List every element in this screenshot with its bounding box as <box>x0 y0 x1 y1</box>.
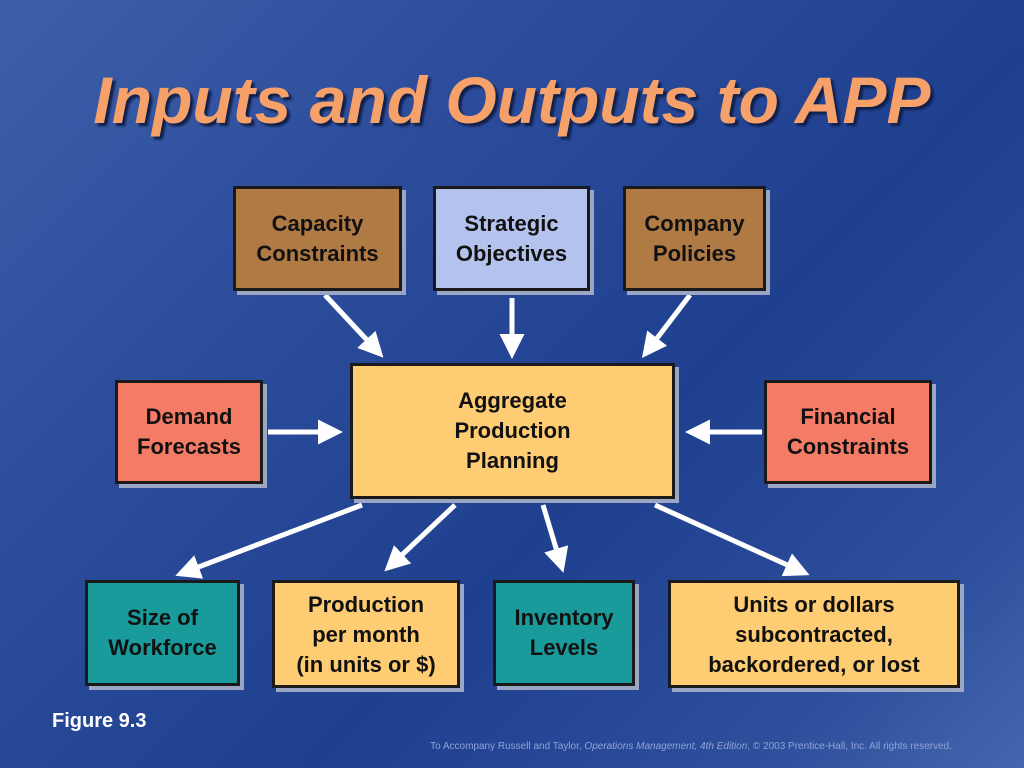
demand-forecasts-label: Demand Forecasts <box>137 404 241 459</box>
arrow-company-to-app <box>641 293 692 358</box>
financial-constraints-box: Financial Constraints <box>764 380 932 484</box>
aggregate-production-planning-label: Aggregate Production Planning <box>454 388 571 473</box>
size-of-workforce-box: Size of Workforce <box>85 580 240 686</box>
arrow-capacity-to-app <box>323 293 384 358</box>
demand-forecasts-box: Demand Forecasts <box>115 380 263 484</box>
units-subcontracted-box: Units or dollars subcontracted, backorde… <box>668 580 960 688</box>
arrow-app-to-inventory <box>540 504 569 573</box>
arrow-app-to-units <box>653 502 810 577</box>
footer-book-title: Operations Management, 4th Edition <box>584 741 748 752</box>
slide-title: Inputs and Outputs to APP <box>93 63 931 137</box>
production-per-month-box: Production per month (in units or $) <box>272 580 460 688</box>
inventory-levels-box: Inventory Levels <box>493 580 635 686</box>
figure-label: Figure 9.3 <box>52 710 147 732</box>
financial-constraints-label: Financial Constraints <box>786 404 910 459</box>
copyright-footer: To Accompany Russell and Taylor, Operati… <box>430 741 952 752</box>
capacity-constraints-box: Capacity Constraints <box>233 186 402 291</box>
arrow-app-to-production <box>384 503 457 572</box>
company-policies-box: Company Policies <box>623 186 766 291</box>
units-subcontracted-label: Units or dollars subcontracted, backorde… <box>708 592 920 677</box>
inventory-levels-label: Inventory Levels <box>514 605 614 660</box>
size-of-workforce-label: Size of Workforce <box>108 605 217 660</box>
footer-suffix: , © 2003 Prentice-Hall, Inc. All rights … <box>747 741 952 752</box>
company-policies-label: Company Policies <box>644 210 745 266</box>
arrow-app-to-workforce <box>175 502 363 579</box>
aggregate-production-planning-box: Aggregate Production Planning <box>350 363 675 499</box>
footer-prefix: To Accompany Russell and Taylor, <box>430 741 585 752</box>
strategic-objectives-label: Strategic Objectives <box>455 210 568 266</box>
production-per-month-label: Production per month (in units or $) <box>296 592 436 677</box>
capacity-constraints-label: Capacity Constraints <box>256 210 379 266</box>
strategic-objectives-box: Strategic Objectives <box>433 186 590 291</box>
